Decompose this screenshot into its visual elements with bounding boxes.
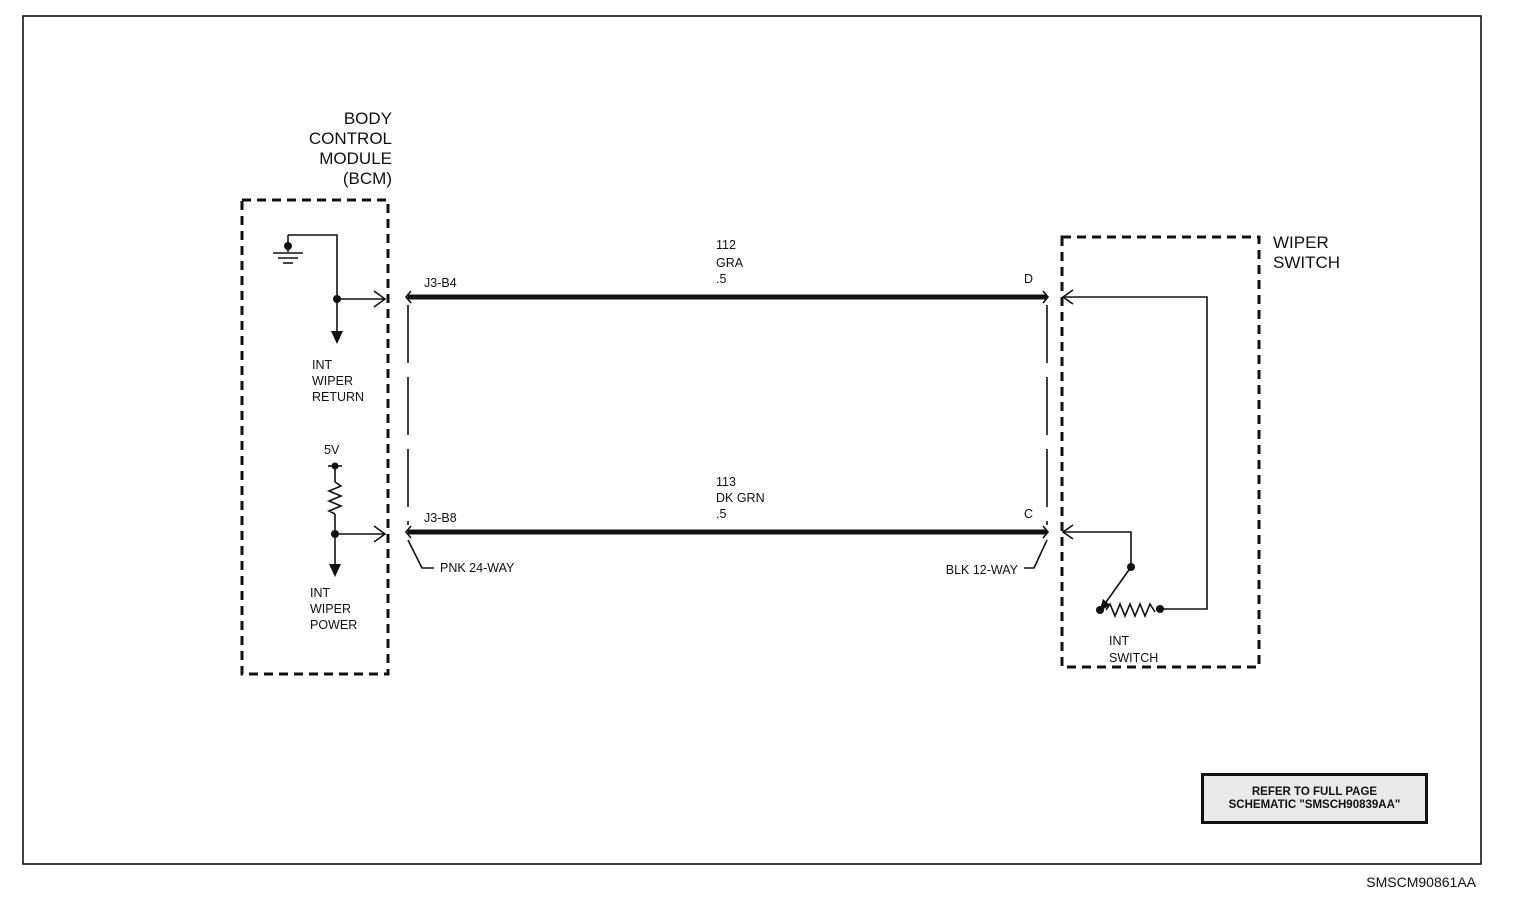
wiper-switch-box (1060, 235, 1261, 669)
bcm-title-line-4: (BCM) (343, 169, 392, 188)
reference-note-line-2: SCHEMATIC "SMSCH90839AA" (1228, 798, 1401, 811)
right-connector-label: BLK 12-WAY (946, 563, 1019, 577)
wiper-switch-title-line-2: SWITCH (1273, 253, 1340, 272)
wiper-switch-title-line-1: WIPER (1273, 233, 1329, 252)
wire-112-right-pin: D (1024, 272, 1033, 286)
bcm-title-line-2: CONTROL (309, 129, 392, 148)
right-connector (1024, 290, 1050, 569)
wire-113-color: DK GRN (716, 491, 765, 505)
int-wiper-return-label: INT WIPER RETURN (312, 358, 364, 404)
switch-resistor-icon (1105, 601, 1156, 619)
figure-id: SMSCM90861AA (1366, 874, 1476, 890)
return-label-line-3: RETURN (312, 390, 364, 404)
bcm-title: BODY CONTROL MODULE (BCM) (309, 109, 392, 188)
int-switch-label-line-1: INT (1109, 634, 1130, 648)
reference-note-line-1: REFER TO FULL PAGE (1251, 785, 1378, 798)
return-label-line-2: WIPER (312, 374, 353, 388)
power-arrow-icon (329, 564, 341, 577)
power-pin-arrow-icon (373, 525, 387, 543)
power-label-line-1: INT (310, 586, 331, 600)
reference-note: REFER TO FULL PAGE SCHEMATIC "SMSCH90839… (1201, 773, 1428, 824)
ground-lead (288, 234, 338, 300)
supply-voltage-label: 5V (324, 443, 340, 457)
ground-icon (273, 235, 303, 264)
power-label-line-3: POWER (310, 618, 357, 632)
switch-c-lead (1063, 531, 1132, 567)
return-pin-arrow-icon (373, 290, 387, 308)
pullup-resistor-icon (326, 481, 344, 515)
left-connector (404, 290, 434, 569)
int-switch-label-line-2: SWITCH (1109, 651, 1158, 665)
return-arrow-icon (331, 331, 343, 344)
diagram-frame (22, 15, 1482, 865)
wire-112-circuit: 112 (716, 238, 736, 252)
bcm-title-line-3: MODULE (319, 149, 392, 168)
int-wiper-power-label: INT WIPER POWER (310, 586, 357, 632)
wire-113-left-pin: J3-B8 (424, 511, 457, 525)
wire-112-left-pin: J3-B4 (424, 276, 457, 290)
wire-112-gauge: .5 (716, 272, 726, 286)
wire-113-gauge: .5 (716, 507, 726, 521)
bcm-title-line-1: BODY (344, 109, 392, 128)
switch-contact-right (1156, 605, 1164, 613)
switch-contact-left (1096, 606, 1104, 614)
return-label-line-1: INT (312, 358, 333, 372)
wire-112-color: GRA (716, 256, 744, 270)
switch-blade (1103, 566, 1132, 606)
switch-d-lead (1063, 296, 1208, 610)
wire-113-right-pin: C (1024, 507, 1033, 521)
power-label-line-2: WIPER (310, 602, 351, 616)
left-connector-label: PNK 24-WAY (440, 561, 515, 575)
wire-113-circuit: 113 (716, 475, 736, 489)
wiper-switch-title: WIPER SWITCH (1273, 233, 1340, 272)
bcm-module-box (240, 198, 390, 676)
